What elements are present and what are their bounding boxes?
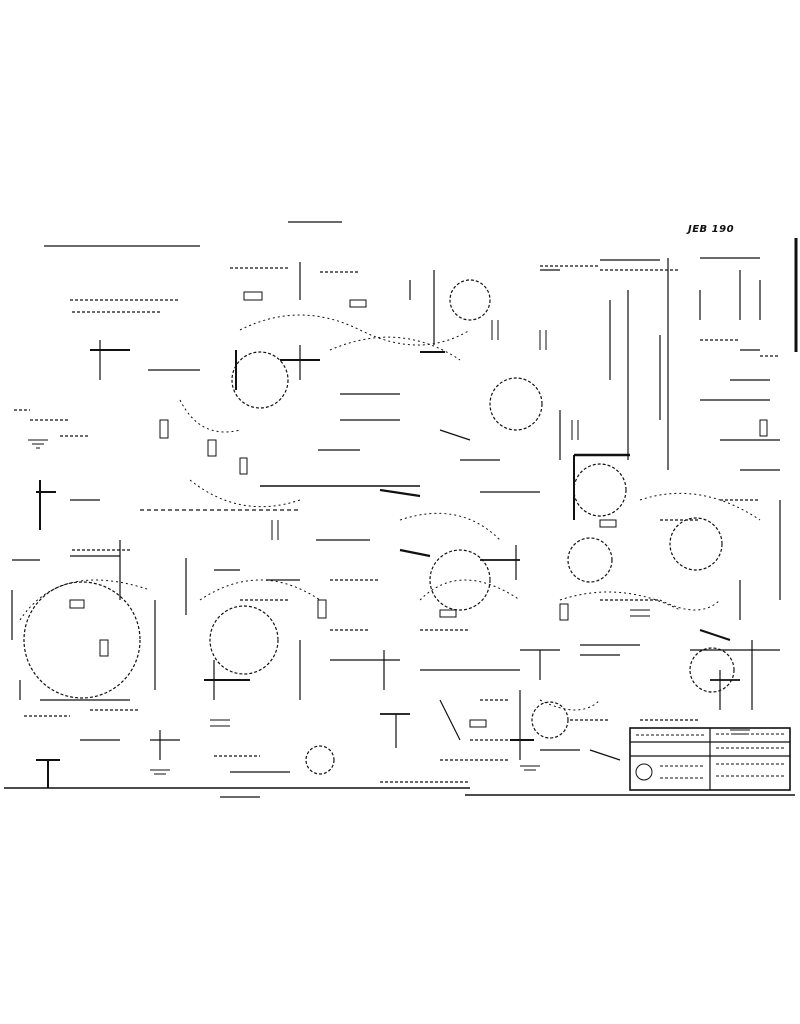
sheet-border (4, 221, 798, 796)
tube-symbols (23, 279, 735, 775)
dotted-traces (19, 314, 761, 711)
annotation-marks (14, 265, 780, 783)
wiring (11, 257, 781, 798)
component-glyphs (28, 291, 768, 775)
title-block (629, 727, 791, 791)
sheet-code-label: JEB 190 (688, 224, 735, 235)
